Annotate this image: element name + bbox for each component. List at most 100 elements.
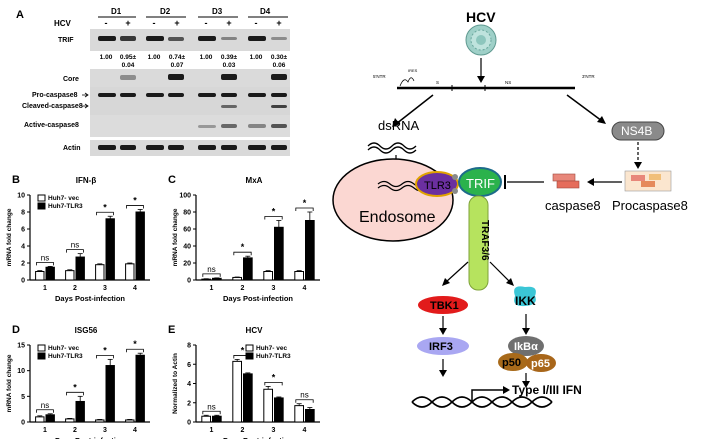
x-tick-label: 1 — [43, 285, 47, 292]
bar — [135, 354, 145, 423]
significance-bracket — [126, 205, 144, 209]
significance-label: ns — [71, 241, 79, 250]
traf-label: TRAF3/6 — [479, 220, 490, 261]
arrow-head — [522, 381, 530, 388]
significance-bracket — [295, 399, 314, 403]
quant-value: 0.39± — [221, 54, 238, 61]
panel-letter: C — [168, 174, 176, 186]
x-tick-label: 3 — [272, 285, 276, 292]
bar — [65, 418, 75, 423]
legend-label: Huh7- vec — [256, 345, 287, 352]
hcv-title: HCV — [466, 9, 496, 25]
genome-3utr-label: 3'NTR — [582, 74, 595, 79]
procaspase8-label: Procaspase8 — [612, 198, 688, 213]
quant-value: 0.74± — [169, 54, 186, 61]
y-tick-label: 0 — [187, 420, 191, 427]
blot-row-label: TRIF — [58, 37, 74, 44]
p65-protein — [526, 354, 556, 372]
panel-letter: B — [12, 174, 20, 186]
significance-bracket — [264, 381, 283, 386]
blot-trif — [90, 29, 290, 51]
legend-label: Huh7-TLR3 — [256, 353, 291, 360]
x-tick-label: 4 — [133, 427, 137, 434]
panel-a-blot: A D1 D2 D3 D4 HCV - + - + - + - + — [16, 7, 290, 156]
bar — [294, 271, 305, 281]
quant-sd: 0.04 — [122, 62, 135, 69]
x-tick-label: 3 — [272, 427, 276, 434]
significance-label: ns — [207, 402, 215, 411]
y-tick-label: 15 — [17, 343, 25, 350]
hcv-sign: + — [226, 18, 231, 28]
arrow-head — [439, 328, 447, 335]
blot-row-label: Core — [63, 76, 79, 83]
legend-swatch — [245, 344, 254, 352]
bar — [294, 405, 305, 423]
y-tick-label: 2 — [21, 261, 25, 268]
hcv-sign: - — [105, 18, 108, 28]
quant-sd: 0.03 — [223, 62, 236, 69]
ikba-protein — [508, 336, 544, 356]
significance-bracket — [36, 409, 54, 413]
day-label: D3 — [212, 7, 223, 16]
significance-bracket — [126, 348, 144, 353]
p50-protein — [498, 353, 528, 371]
y-axis-label: mRNA fold change — [172, 208, 179, 266]
bar — [212, 277, 222, 281]
chart-title: ISG56 — [75, 326, 98, 335]
panel-letter: E — [168, 324, 175, 336]
pathway-diagram: HCV 5'NTR IRES S NS 3'NTR dsRNA — [332, 9, 688, 408]
x-tick-label: 2 — [73, 285, 77, 292]
blot-row-label: Actin — [63, 145, 81, 152]
y-tick-label: 6 — [187, 362, 191, 369]
x-tick-label: 2 — [241, 285, 245, 292]
bar — [305, 220, 315, 281]
x-tick-label: 1 — [210, 285, 214, 292]
panel-letter: D — [12, 324, 20, 336]
significance-label: ns — [207, 265, 215, 274]
x-tick-label: 1 — [210, 427, 214, 434]
quant-value: 1.00 — [148, 54, 161, 61]
hcv-virion-icon — [465, 24, 497, 56]
legend-swatch — [37, 202, 46, 210]
x-axis-label: Days Post-infection — [223, 294, 293, 303]
blot-caspase8 — [90, 87, 290, 115]
genome-ns-label: NS — [505, 80, 511, 85]
quant-sd: 0.06 — [273, 62, 286, 69]
significance-label: * — [272, 372, 276, 382]
genome-s-label: S — [436, 80, 439, 85]
irf3-protein — [417, 337, 469, 355]
arrow-head — [442, 278, 450, 286]
bar — [243, 373, 253, 423]
y-tick-label: 20 — [183, 261, 191, 268]
day-label: D2 — [160, 7, 171, 16]
y-tick-label: 80 — [183, 210, 191, 217]
caspase8-icon — [552, 173, 580, 189]
legend-label: Huh7- vec — [48, 195, 79, 202]
x-tick-label: 2 — [73, 427, 77, 434]
chart-title: IFN-β — [76, 176, 97, 185]
bar — [232, 360, 243, 423]
y-tick-label: 10 — [17, 193, 25, 200]
p65-label: p65 — [531, 358, 550, 370]
ns4b-protein — [611, 121, 665, 141]
legend-swatch — [37, 344, 46, 352]
trif-label: TRIF — [466, 176, 495, 191]
blot-row-label: Cleaved-caspase8 — [22, 103, 83, 110]
significance-label: * — [241, 242, 245, 252]
legend-label: Huh7-TLR3 — [48, 203, 83, 210]
y-tick-label: 0 — [21, 420, 25, 427]
bar — [201, 415, 212, 423]
y-axis-label: mRNA fold change — [6, 208, 13, 266]
quant-sd: 0.07 — [171, 62, 184, 69]
legend-label: Huh7-TLR3 — [48, 353, 83, 360]
legend-swatch — [37, 194, 46, 202]
procaspase8-icon — [624, 170, 672, 192]
arrow-head — [439, 370, 447, 377]
x-tick-label: 2 — [241, 427, 245, 434]
hcv-sign: - — [153, 18, 156, 28]
quant-value: 1.00 — [250, 54, 263, 61]
significance-label: * — [133, 195, 137, 205]
